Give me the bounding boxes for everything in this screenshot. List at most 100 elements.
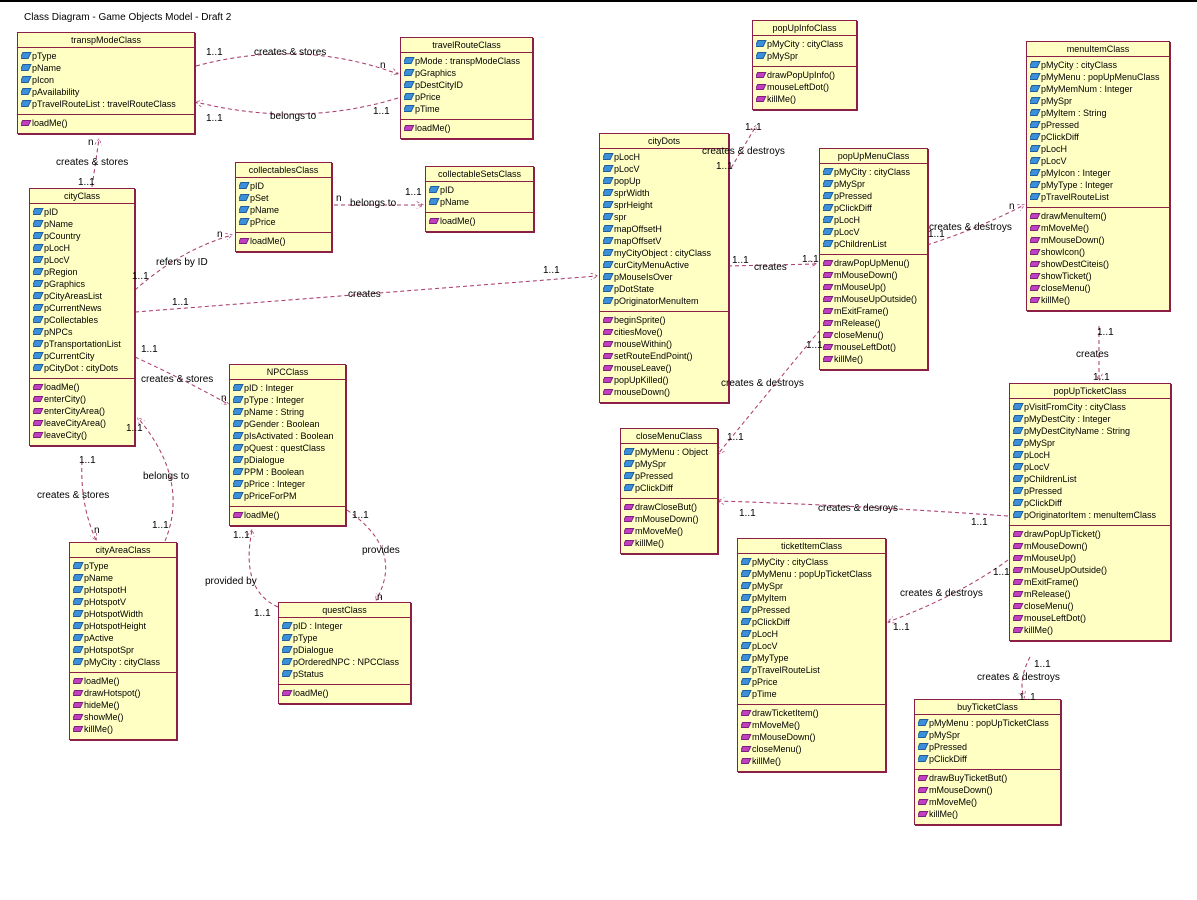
operation-row[interactable]: mRelease() [1013, 588, 1168, 600]
operation-row[interactable]: loadMe() [429, 215, 531, 227]
attribute-row[interactable]: pLocH [33, 242, 132, 254]
attribute-row[interactable]: spr [603, 211, 726, 223]
operation-row[interactable]: mMoveMe() [741, 719, 883, 731]
operation-row[interactable]: mouseLeftDot() [756, 81, 854, 93]
operation-row[interactable]: mMouseDown() [741, 731, 883, 743]
operation-row[interactable]: showIcon() [1030, 246, 1167, 258]
operation-row[interactable]: killMe() [756, 93, 854, 105]
operation-row[interactable]: mouseDown() [603, 386, 726, 398]
operation-row[interactable]: mouseLeave() [603, 362, 726, 374]
attribute-row[interactable]: pName : String [233, 406, 343, 418]
attribute-row[interactable]: pPressed [1013, 485, 1168, 497]
operation-row[interactable]: mMoveMe() [1030, 222, 1167, 234]
attribute-row[interactable]: pPressed [624, 470, 715, 482]
attribute-row[interactable]: pGraphics [404, 67, 530, 79]
attribute-row[interactable]: pPriceForPM [233, 490, 343, 502]
attribute-row[interactable]: pID [429, 184, 531, 196]
attribute-row[interactable]: pClickDiff [624, 482, 715, 494]
attribute-row[interactable]: pPressed [1030, 119, 1167, 131]
attribute-row[interactable]: pHotspotV [73, 596, 174, 608]
operation-row[interactable]: loadMe() [404, 122, 530, 134]
operation-row[interactable]: leaveCity() [33, 429, 132, 441]
attribute-row[interactable]: pCityAreasList [33, 290, 132, 302]
attribute-row[interactable]: pHotspotH [73, 584, 174, 596]
attribute-row[interactable]: pCityDot : cityDots [33, 362, 132, 374]
operation-row[interactable]: loadMe() [282, 687, 408, 699]
attribute-row[interactable]: pHotspotHeight [73, 620, 174, 632]
attribute-row[interactable]: pTravelRouteList [1030, 191, 1167, 203]
operation-row[interactable]: killMe() [1030, 294, 1167, 306]
attribute-row[interactable]: pTime [404, 103, 530, 115]
attribute-row[interactable]: pOriginatorItem : menuItemClass [1013, 509, 1168, 521]
attribute-row[interactable]: pLocH [1030, 143, 1167, 155]
attribute-row[interactable]: pType [73, 560, 174, 572]
operation-row[interactable]: killMe() [741, 755, 883, 767]
attribute-row[interactable]: pID [239, 180, 329, 192]
attribute-row[interactable]: pID [33, 206, 132, 218]
attribute-row[interactable]: pMyIcon : Integer [1030, 167, 1167, 179]
attribute-row[interactable]: pTime [741, 688, 883, 700]
attribute-row[interactable]: pLocH [823, 214, 925, 226]
attribute-row[interactable]: pPrice : Integer [233, 478, 343, 490]
attribute-row[interactable]: pPressed [823, 190, 925, 202]
attribute-row[interactable]: pMouseIsOver [603, 271, 726, 283]
operation-row[interactable]: mouseWithin() [603, 338, 726, 350]
attribute-row[interactable]: pHotspotSpr [73, 644, 174, 656]
operation-row[interactable]: closeMenu() [741, 743, 883, 755]
attribute-row[interactable]: pMySpr [823, 178, 925, 190]
attribute-row[interactable]: pClickDiff [918, 753, 1058, 765]
attribute-row[interactable]: pStatus [282, 668, 408, 680]
attribute-row[interactable]: pMySpr [756, 50, 854, 62]
operation-row[interactable]: killMe() [624, 537, 715, 549]
operation-row[interactable]: mouseLeftDot() [823, 341, 925, 353]
operation-row[interactable]: showMe() [73, 711, 174, 723]
attribute-row[interactable]: pType : Integer [233, 394, 343, 406]
attribute-row[interactable]: pName [33, 218, 132, 230]
attribute-row[interactable]: mapOffsetH [603, 223, 726, 235]
operation-row[interactable]: drawBuyTicketBut() [918, 772, 1058, 784]
operation-row[interactable]: drawPopUpMenu() [823, 257, 925, 269]
attribute-row[interactable]: pSet [239, 192, 329, 204]
attribute-row[interactable]: pMyDestCityName : String [1013, 425, 1168, 437]
attribute-row[interactable]: pGender : Boolean [233, 418, 343, 430]
attribute-row[interactable]: myCityObject : cityClass [603, 247, 726, 259]
attribute-row[interactable]: mapOffsetV [603, 235, 726, 247]
attribute-row[interactable]: pLocH [1013, 449, 1168, 461]
operation-row[interactable]: showDestCiteis() [1030, 258, 1167, 270]
operation-row[interactable]: mMouseUp() [1013, 552, 1168, 564]
attribute-row[interactable]: pLocV [603, 163, 726, 175]
attribute-row[interactable]: pMyCity : cityClass [73, 656, 174, 668]
attribute-row[interactable]: pActive [73, 632, 174, 644]
attribute-row[interactable]: pChildrenList [823, 238, 925, 250]
attribute-row[interactable]: pClickDiff [823, 202, 925, 214]
attribute-row[interactable]: pMyItem : String [1030, 107, 1167, 119]
attribute-row[interactable]: pLocV [1030, 155, 1167, 167]
attribute-row[interactable]: pLocH [741, 628, 883, 640]
attribute-row[interactable]: pLocV [1013, 461, 1168, 473]
attribute-row[interactable]: pPrice [239, 216, 329, 228]
attribute-row[interactable]: pType [21, 50, 192, 62]
attribute-row[interactable]: pLocV [823, 226, 925, 238]
operation-row[interactable]: loadMe() [239, 235, 329, 247]
attribute-row[interactable]: pLocV [741, 640, 883, 652]
attribute-row[interactable]: pMySpr [1030, 95, 1167, 107]
operation-row[interactable]: mRelease() [823, 317, 925, 329]
operation-row[interactable]: drawTicketItem() [741, 707, 883, 719]
attribute-row[interactable]: pDotState [603, 283, 726, 295]
attribute-row[interactable]: pID : Integer [233, 382, 343, 394]
operation-row[interactable]: drawMenuItem() [1030, 210, 1167, 222]
operation-row[interactable]: killMe() [1013, 624, 1168, 636]
attribute-row[interactable]: pAvailability [21, 86, 192, 98]
attribute-row[interactable]: pRegion [33, 266, 132, 278]
attribute-row[interactable]: pMySpr [741, 580, 883, 592]
attribute-row[interactable]: pTravelRouteList : travelRouteClass [21, 98, 192, 110]
operation-row[interactable]: mMouseDown() [918, 784, 1058, 796]
attribute-row[interactable]: pQuest : questClass [233, 442, 343, 454]
attribute-row[interactable]: pType [282, 632, 408, 644]
